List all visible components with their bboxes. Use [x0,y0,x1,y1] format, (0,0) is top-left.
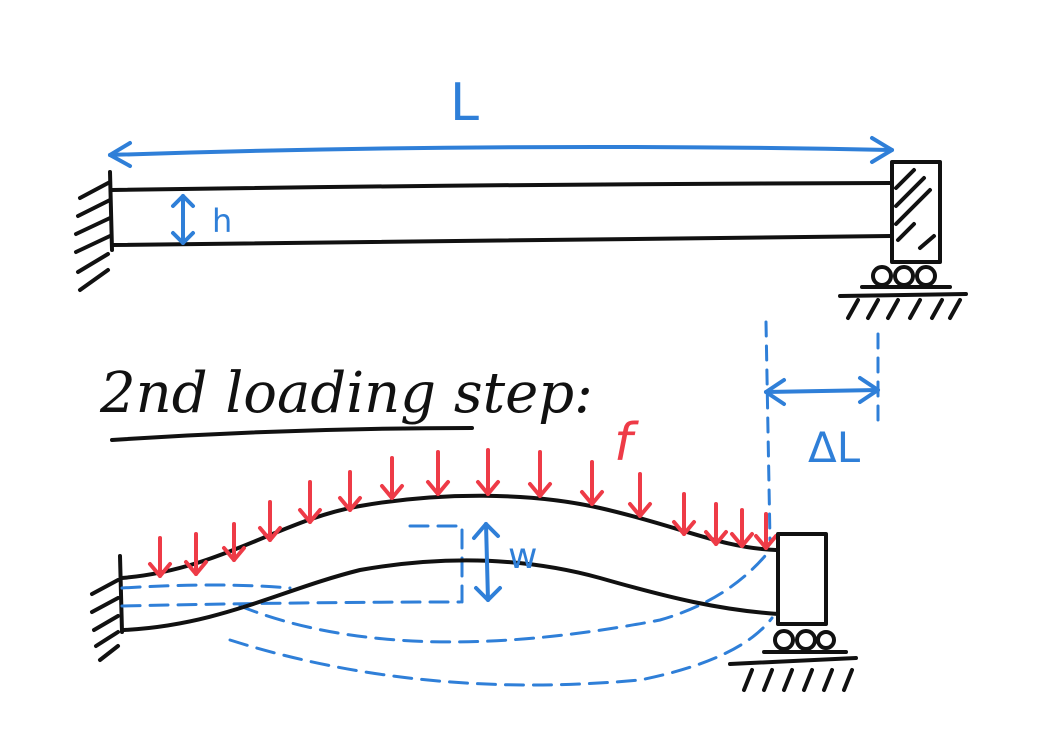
load-arrow [704,502,728,546]
load-arrow [298,480,322,524]
beam-unloaded [110,181,894,247]
length-dimension-arrow [108,136,894,168]
step-title-underline [110,426,474,442]
load-arrow [148,536,172,578]
load-arrow [184,532,208,576]
load-arrow [258,500,282,542]
reference-outline-dashed [120,524,774,687]
load-arrow [754,512,778,550]
load-arrow [730,508,754,548]
height-label: h [212,202,232,240]
load-arrow [672,492,696,536]
step-title-block: 2nd loading step: [99,361,593,442]
right-roller-support-loaded [728,532,858,692]
load-arrow [476,448,500,496]
deflection-dimension-arrow [472,522,502,602]
load-arrow [528,450,552,498]
elongation-arrow [764,376,880,406]
elongation-guide-lines [764,320,880,542]
load-label: f [614,413,639,473]
beam-deflected [120,493,780,632]
load-arrow [222,522,246,562]
right-roller-support [838,160,968,320]
distributed-load [148,448,778,578]
unloaded-beam-view: L h [74,73,968,320]
left-fixed-support [74,170,114,292]
load-arrow [380,456,404,500]
left-fixed-support-loaded [90,554,124,662]
height-dimension-arrow [171,194,195,245]
load-arrow [580,460,604,506]
deflection-label: w [508,536,537,577]
load-arrow [338,470,362,512]
elongation-label: ΔL [808,423,861,472]
step-title: 2nd loading step: [99,361,593,426]
loaded-beam-view: ΔL w [90,320,880,692]
load-arrow [426,450,450,496]
length-label: L [450,73,479,133]
load-arrow [628,472,652,518]
